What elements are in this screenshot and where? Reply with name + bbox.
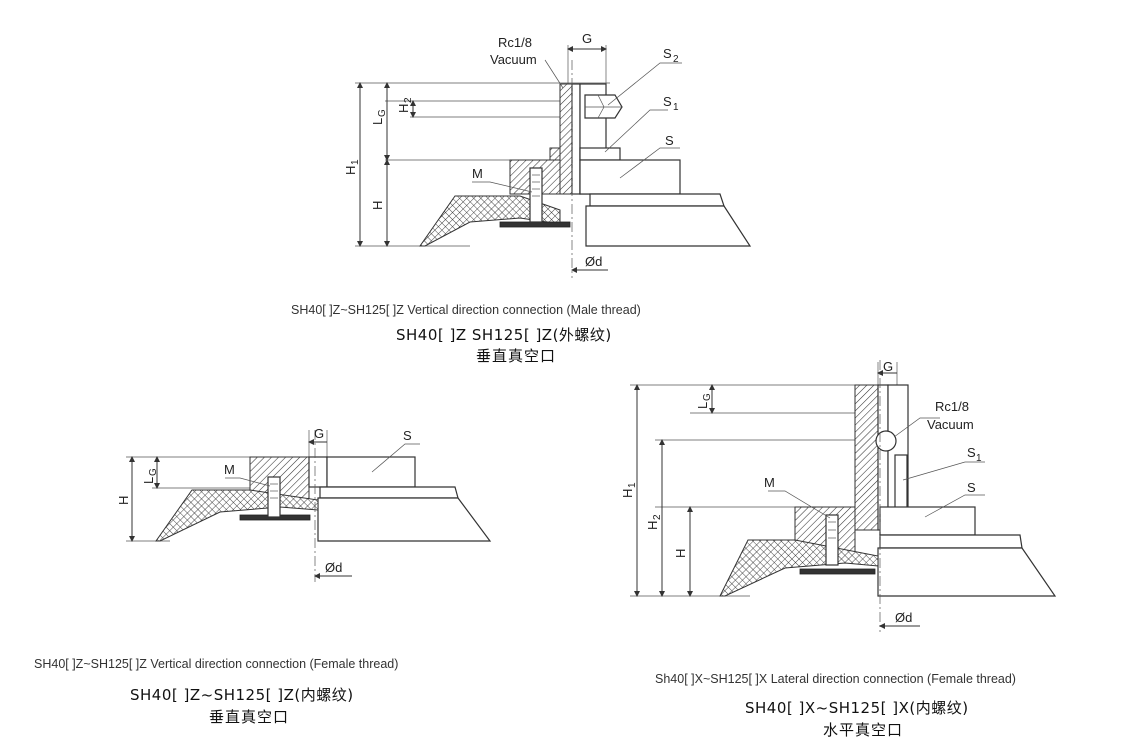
fig1-s1-label: S xyxy=(663,94,672,109)
fig3-s-label: S xyxy=(967,480,976,495)
figure-female-thread-lateral: G Rc1/8 Vacuum S 1 S M L G H 1 H 2 H Ød xyxy=(620,359,1057,632)
fig2-g-label: G xyxy=(314,426,324,441)
fig3-lg-label: L xyxy=(695,402,710,409)
fig2-od-label: Ød xyxy=(325,560,342,575)
fig3-vacuum-label: Vacuum xyxy=(927,417,974,432)
fig1-lg-label: L xyxy=(370,118,385,125)
fig1-h-label: H xyxy=(370,201,385,210)
fig1-h2-sub: 2 xyxy=(403,97,414,103)
figure-female-thread-vertical: G S M L G H Ød xyxy=(116,426,492,582)
fig3-rc-label: Rc1/8 xyxy=(935,399,969,414)
fig1-h2-label: H xyxy=(396,104,411,113)
fig1-s-label: S xyxy=(665,133,674,148)
fig1-h1-sub: 1 xyxy=(350,159,361,165)
fig1-caption-model: SH40[ ]Z SH125[ ]Z(外螺纹) xyxy=(396,326,612,344)
fig2-s-label: S xyxy=(403,428,412,443)
fig2-caption-en: SH40[ ]Z~SH125[ ]Z Vertical direction co… xyxy=(34,657,399,671)
fig1-od-label: Ød xyxy=(585,254,602,269)
fig2-caption-model: SH40[ ]Z~SH125[ ]Z(内螺纹) xyxy=(130,686,354,704)
fig3-h-label: H xyxy=(673,549,688,558)
fig2-h-label: H xyxy=(116,496,131,505)
fig1-h1-label: H xyxy=(343,166,358,175)
fig3-g-label: G xyxy=(883,359,893,374)
fig3-h2-label: H xyxy=(645,521,660,530)
fig1-g-label: G xyxy=(582,31,592,46)
fig1-s2-sub: 2 xyxy=(673,54,679,65)
fig2-m-label: M xyxy=(224,462,235,477)
figure-male-thread-vertical: Rc1/8 Vacuum G S 2 S 1 S M H 1 L G H 2 H… xyxy=(343,31,752,278)
fig1-s1-sub: 1 xyxy=(673,102,679,113)
fig3-h2-sub: 2 xyxy=(652,514,663,520)
fig1-s2-label: S xyxy=(663,46,672,61)
fig2-lg-sub: G xyxy=(148,468,159,476)
fig3-s1-sub: 1 xyxy=(976,453,982,464)
fig1-vacuum-label: Vacuum xyxy=(490,52,537,67)
fig2-lg-label: L xyxy=(141,477,156,484)
fig1-caption-cn: 垂直真空口 xyxy=(476,347,557,365)
fig3-caption-cn: 水平真空口 xyxy=(823,721,904,739)
fig1-lg-sub: G xyxy=(377,109,388,117)
fig1-m-label: M xyxy=(472,166,483,181)
fig3-caption-en: Sh40[ ]X~SH125[ ]X Lateral direction con… xyxy=(655,672,1016,686)
fig1-caption-en: SH40[ ]Z~SH125[ ]Z Vertical direction co… xyxy=(291,303,641,317)
fig3-s1-label: S xyxy=(967,445,976,460)
fig3-h1-sub: 1 xyxy=(627,482,638,488)
fig2-caption-cn: 垂直真空口 xyxy=(209,708,290,726)
fig3-h1-label: H xyxy=(620,489,635,498)
fig3-caption-model: SH40[ ]X~SH125[ ]X(内螺纹) xyxy=(745,699,969,717)
fig1-rc-label: Rc1/8 xyxy=(498,35,532,50)
fig3-m-label: M xyxy=(764,475,775,490)
fig3-od-label: Ød xyxy=(895,610,912,625)
fig3-lg-sub: G xyxy=(702,393,713,401)
